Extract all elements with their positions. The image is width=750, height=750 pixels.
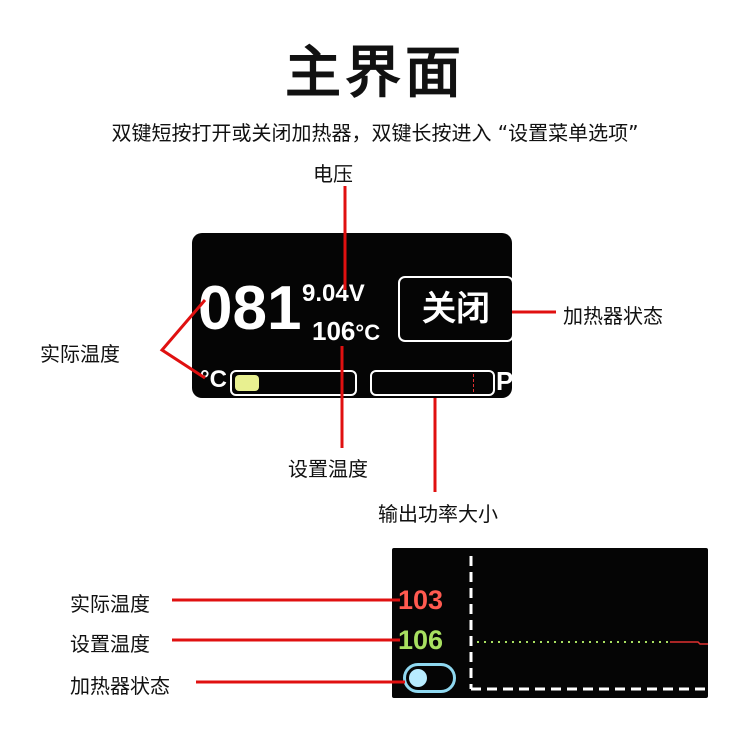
set-temp-value: 106 <box>312 316 356 346</box>
subtitle: 双键短按打开或关闭加热器，双键长按进入 “设置菜单选项” <box>111 121 639 145</box>
power-max-tick <box>473 374 474 392</box>
power-bar <box>370 370 495 396</box>
set-temp: 106°C <box>312 316 380 347</box>
temp-unit: °C <box>200 366 227 393</box>
heater-state-box: 关闭 <box>398 276 514 342</box>
heater-state: 关闭 <box>422 290 490 328</box>
toggle-knob <box>409 669 427 687</box>
power-label: P <box>496 366 514 396</box>
graph-set-temp: 106 <box>398 625 444 655</box>
label-output-power: 输出功率大小 <box>378 502 498 526</box>
set-temp-unit: °C <box>355 320 381 345</box>
actual-temp-line <box>670 641 708 645</box>
graph-label-actual: 实际温度 <box>70 592 150 616</box>
label-actual-temp: 实际温度 <box>40 342 120 366</box>
graph-actual-temp: 103 <box>398 585 444 615</box>
graph-label-heater: 加热器状态 <box>70 674 170 698</box>
temp-bar <box>230 370 357 396</box>
graph-label-set: 设置温度 <box>70 632 150 656</box>
temp-bar-fill <box>235 375 259 391</box>
label-heater-state: 加热器状态 <box>563 304 663 328</box>
graph-axes <box>469 556 707 691</box>
page-title: 主界面 <box>285 41 465 106</box>
actual-temp: 081 <box>198 274 302 343</box>
heater-toggle[interactable] <box>403 663 456 693</box>
voltage: 9.04V <box>302 280 365 307</box>
label-voltage: 电压 <box>313 162 353 186</box>
label-set-temp: 设置温度 <box>288 457 368 481</box>
